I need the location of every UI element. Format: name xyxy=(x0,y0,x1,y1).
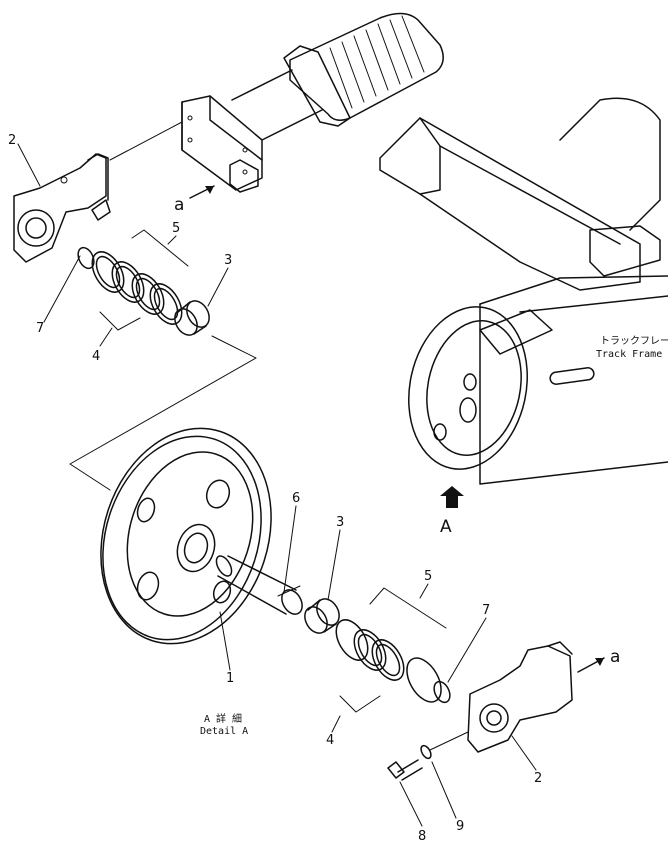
callout-8: 8 xyxy=(418,829,426,844)
shaft xyxy=(215,555,303,615)
callout-7-top: 7 xyxy=(36,321,44,336)
arrow-a-top: a xyxy=(174,185,215,215)
floating-seal-bottom xyxy=(335,587,447,713)
callout-3-bottom: 3 xyxy=(336,515,344,530)
callout-2-bottom: 2 xyxy=(534,771,542,786)
bracket-top xyxy=(13,153,111,263)
arrow-a-label-top: a xyxy=(174,195,184,215)
bushing-bottom xyxy=(304,598,340,634)
washer xyxy=(420,744,432,760)
detail-label-jp: A 詳 細 xyxy=(204,712,242,725)
idler-in-frame xyxy=(408,306,553,470)
idler-wheel xyxy=(100,427,272,645)
callout-4-bottom: 4 xyxy=(326,733,334,748)
callout-leaders xyxy=(17,143,537,827)
o-ring-top xyxy=(77,246,95,270)
callout-2-top: 2 xyxy=(8,133,16,148)
callout-3-top: 3 xyxy=(224,253,232,268)
callout-5-bottom: 5 xyxy=(424,569,432,584)
callout-6: 6 xyxy=(292,491,300,506)
callout-1: 1 xyxy=(226,671,234,686)
callout-9: 9 xyxy=(456,819,464,834)
leader-line xyxy=(109,121,183,161)
track-frame xyxy=(379,97,668,485)
callout-5-top: 5 xyxy=(172,221,180,236)
floating-seal-top xyxy=(91,229,189,331)
bracket-bottom xyxy=(467,641,573,753)
view-arrow-a-label: A xyxy=(440,517,452,537)
track-frame-label-jp: トラックフレーム xyxy=(600,335,668,347)
callout-4-top: 4 xyxy=(92,349,100,364)
detail-label-en: Detail A xyxy=(200,726,248,737)
leader-line-group xyxy=(69,335,257,491)
arrow-a-label-right: a xyxy=(610,647,620,667)
track-frame-label-en: Track Frame xyxy=(596,349,662,360)
bolt xyxy=(387,759,423,781)
o-ring-bottom xyxy=(433,680,451,704)
leader-line xyxy=(429,731,469,751)
arrow-a-right: a xyxy=(577,647,620,673)
view-arrow-a: A xyxy=(440,486,464,537)
callout-7-bottom: 7 xyxy=(482,603,490,618)
recoil-spring-assembly xyxy=(181,12,444,193)
bushing-top xyxy=(174,300,210,336)
